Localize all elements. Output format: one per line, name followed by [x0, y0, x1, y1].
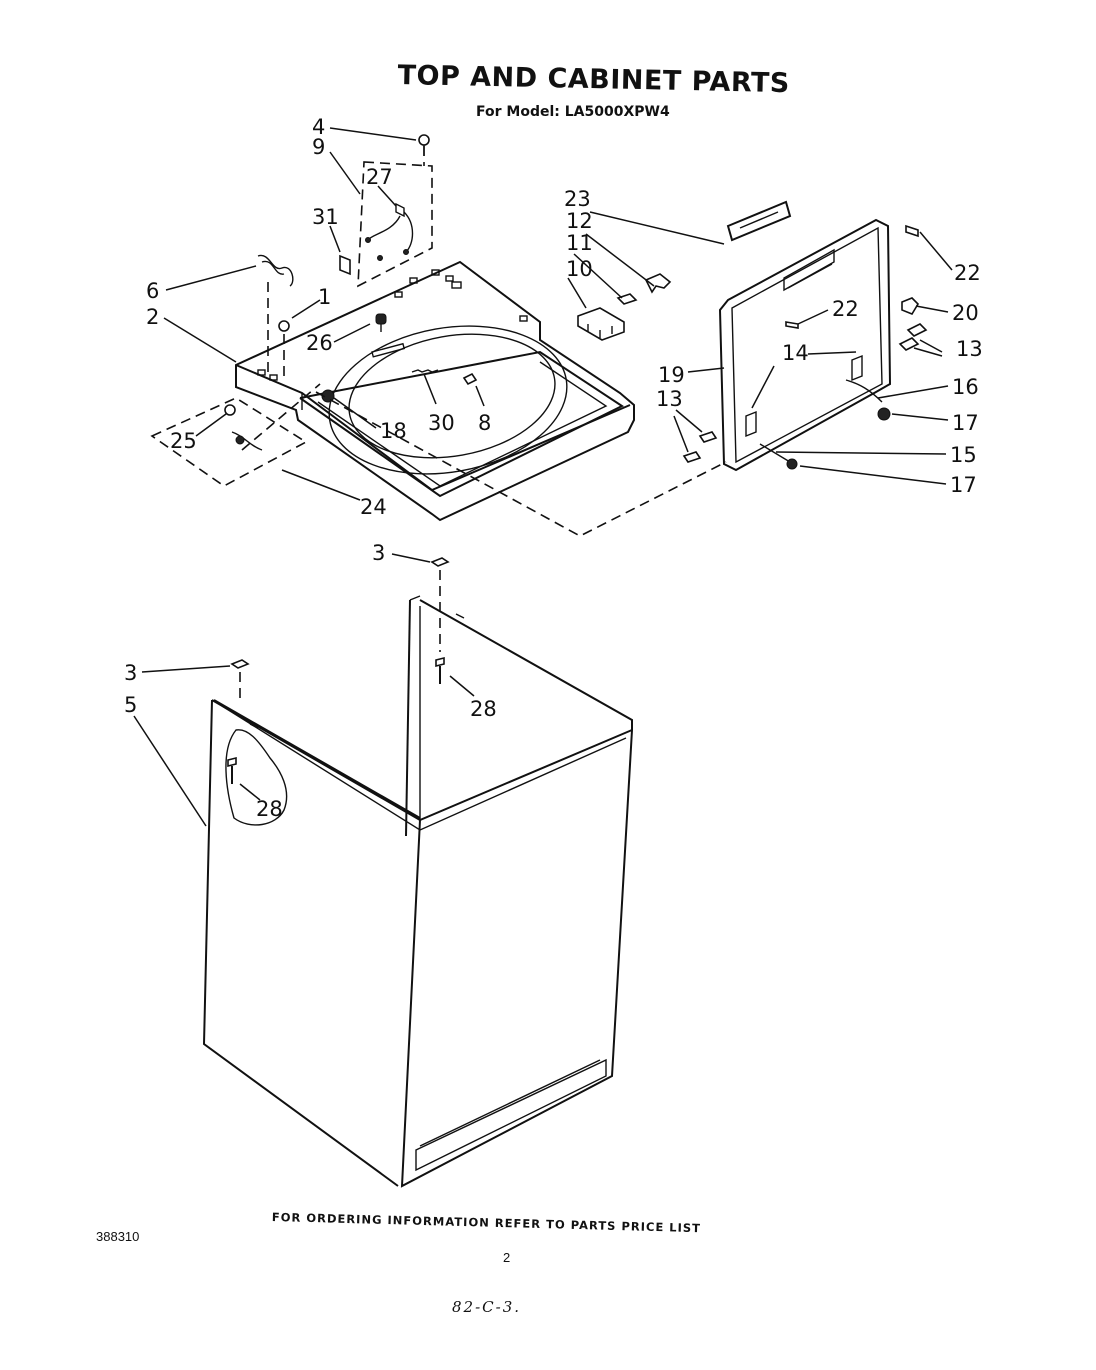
callout-14: 14: [782, 341, 809, 365]
callout-17b: 17: [950, 473, 977, 497]
cabinet: [202, 557, 633, 1188]
callout-5: 5: [124, 693, 137, 717]
callout-11: 11: [566, 231, 593, 255]
callout-20: 20: [952, 301, 979, 325]
callout-17a: 17: [952, 411, 979, 435]
handwritten-note: 82-C-3.: [452, 1298, 522, 1316]
callout-2: 2: [146, 305, 159, 329]
callout-15: 15: [950, 443, 977, 467]
callout-3a: 3: [372, 541, 385, 565]
callout-30: 30: [428, 411, 455, 435]
callout-1: 1: [318, 285, 331, 309]
console-holes: [257, 269, 528, 381]
callout-31: 31: [312, 205, 339, 229]
page-number: 2: [503, 1250, 511, 1265]
leader-lines: [133, 127, 953, 827]
callout-10: 10: [566, 257, 593, 281]
callout-28b: 28: [256, 797, 283, 821]
document-number: 388310: [96, 1229, 140, 1244]
callout-19: 19: [658, 363, 685, 387]
callout-23: 23: [564, 187, 591, 211]
switch-dashed-group: [150, 397, 308, 487]
lid-assembly: [682, 200, 928, 472]
callout-25: 25: [170, 429, 197, 453]
model-subtitle: For Model: LA5000XPW4: [476, 104, 670, 120]
callout-13a: 13: [956, 337, 983, 361]
callout-18: 18: [380, 419, 407, 443]
callout-22a: 22: [954, 261, 981, 285]
callout-22b: 22: [832, 297, 859, 321]
callout-16: 16: [952, 375, 979, 399]
callout-4: 4: [312, 115, 325, 139]
callout-24: 24: [360, 495, 387, 519]
callout-3b: 3: [124, 661, 137, 685]
callout-9: 9: [312, 135, 325, 159]
callout-26: 26: [306, 331, 333, 355]
callout-27: 27: [366, 165, 393, 189]
callout-28a: 28: [470, 697, 497, 721]
callout-6: 6: [146, 279, 159, 303]
harness-dashed-group: [357, 161, 433, 288]
top-assembly: [235, 260, 635, 522]
callout-labels: 4 9 27 31 6 1 2 26 25 18 30 8 24 23 12 1…: [124, 115, 983, 821]
callout-8: 8: [478, 411, 491, 435]
callout-13b: 13: [656, 387, 683, 411]
callout-12: 12: [566, 209, 593, 233]
